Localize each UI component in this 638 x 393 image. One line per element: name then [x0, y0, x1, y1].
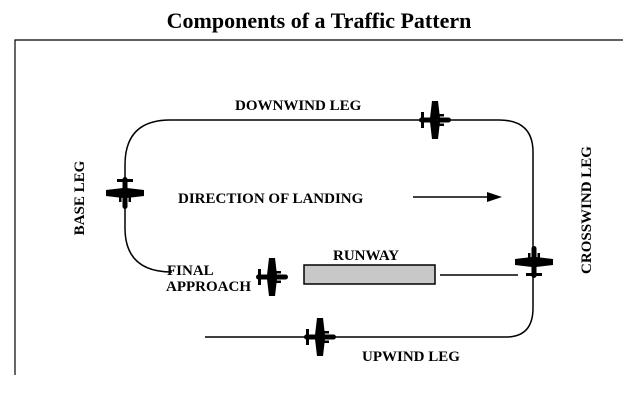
diagram-title: Components of a Traffic Pattern: [166, 8, 472, 33]
runway: [303, 264, 436, 285]
runway-label: RUNWAY: [333, 248, 399, 264]
arrowhead: [487, 192, 502, 202]
airplane-icon: [419, 101, 451, 139]
base-leg-label: BASE LEG: [72, 160, 88, 235]
diagram-frame: [14, 39, 623, 375]
upwind-leg-label: UPWIND LEG: [362, 349, 460, 365]
airplane-icon: [515, 246, 553, 278]
crosswind-leg-label: CROSSWIND LEG: [579, 146, 595, 274]
final-approach-label-line2: APPROACH: [166, 279, 251, 295]
downwind-leg-label: DOWNWIND LEG: [235, 98, 362, 114]
airplane-icon: [304, 318, 336, 356]
airplane-icon: [256, 258, 288, 296]
traffic-pattern-path: [124, 119, 534, 338]
final-approach-label-line1: FINAL: [167, 263, 214, 279]
airplane-icon: [106, 177, 144, 209]
direction-of-landing-label: DIRECTION OF LANDING: [178, 191, 364, 207]
